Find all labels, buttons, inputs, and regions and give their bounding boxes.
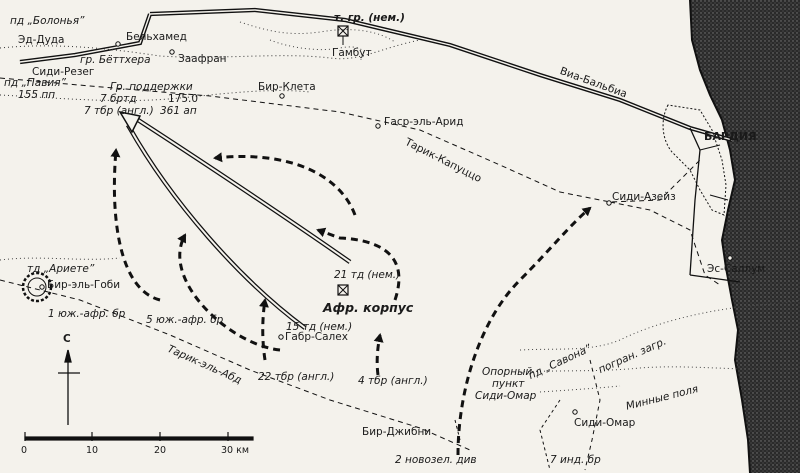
label-sidi-rezeg: Сиди-Резег <box>32 66 95 78</box>
marker-es-sallum <box>727 255 733 261</box>
label-7brtd: 7 бртд <box>100 93 137 105</box>
scale-tick-10: 10 <box>86 445 99 456</box>
label-361ap: 361 ап <box>160 105 197 117</box>
label-bardia: БАРДИЯ <box>704 130 757 143</box>
label-afrika-corps: Афр. корпус <box>323 300 414 315</box>
move-arrow-1 <box>213 152 357 216</box>
label-gasr-el-arid: Гаср-эль-Арид <box>384 116 464 128</box>
move-arrow-5 <box>259 298 269 361</box>
scale-bar <box>24 432 254 441</box>
marker-belhamed <box>115 41 121 47</box>
marker-zaafran <box>169 49 175 55</box>
label-175: 175.0 <box>168 93 199 105</box>
label-belhamed: Бельхамед <box>126 31 187 43</box>
move-arrow-3 <box>110 148 161 302</box>
label-bir-kleta: Бир-Клета <box>258 81 316 93</box>
marker-sidi-omar <box>572 409 578 415</box>
label-ed-duda: Эд-Дуда <box>18 34 65 46</box>
label-gabr-saleh: Габр-Салех <box>285 331 348 343</box>
label-ariete: тд „Ариете” <box>27 263 95 275</box>
move-arrow-6 <box>373 333 384 376</box>
scale-tick-20: 20 <box>154 445 167 456</box>
label-bir-dzhibni: Бир-Джибни <box>362 426 432 438</box>
marker-gasr-el-arid <box>375 123 381 129</box>
label-15td: 15 тд (нем.) <box>286 321 353 333</box>
label-4tbr: 4 тбр (англ.) <box>358 375 428 387</box>
label-22tbr: 22 тбр (англ.) <box>258 371 335 383</box>
nz-advance-arrow <box>456 206 592 456</box>
label-1-yuafr: 1 юж.-афр. бр <box>48 308 126 320</box>
label-pavia: пд „Павия” <box>4 77 67 89</box>
gambut-hq-symbol <box>337 25 349 45</box>
label-bir-el-gobi: Бир-эль-Гоби <box>47 279 121 291</box>
label-support-point-3: Сиди-Омар <box>475 390 537 402</box>
trig-el-abd-track <box>0 279 471 451</box>
afrika-corps-symbol <box>337 284 349 296</box>
label-gambut: Гамбут <box>332 47 372 59</box>
label-2-nz-div: 2 новозел. див <box>395 454 477 466</box>
label-sidi-omar: Сиди-Омар <box>574 417 636 429</box>
ariete-position <box>21 271 53 303</box>
label-21td: 21 тд (нем.) <box>334 269 401 281</box>
label-sidi-azeiz: Сиди-Азейз <box>612 191 676 203</box>
marker-sidi-azeiz <box>606 200 612 206</box>
scale-tick-30: 30 км <box>221 445 250 456</box>
label-zaafran: Заафран <box>178 53 227 65</box>
coastline <box>689 0 751 473</box>
move-arrow-4 <box>177 233 281 352</box>
label-support-point-2: пункт <box>492 378 525 390</box>
marker-gabr-saleh <box>278 334 284 340</box>
label-support-group: Гр. поддержки <box>110 81 193 93</box>
compass-rose <box>58 349 80 425</box>
move-arrow-2 <box>316 227 401 301</box>
sea-area <box>690 0 800 473</box>
label-es-sallum: Эс-Саллум <box>707 263 766 275</box>
compass-north-label: С <box>63 333 71 345</box>
label-7-ind-br: 7 инд. бр <box>550 454 601 466</box>
label-155pp: 155 пп <box>18 89 56 101</box>
marker-bir-el-gobi <box>39 284 45 290</box>
label-bottcher: гр. Бёттхера <box>80 54 151 66</box>
label-tgr-nem: т. гр. (нем.) <box>334 12 405 24</box>
label-support-point-1: Опорный <box>482 366 533 378</box>
label-5-yuafr: 5 юж.-афр. бр <box>146 314 224 326</box>
scale-tick-0: 0 <box>21 445 28 456</box>
label-bologna: пд „Болонья” <box>10 15 85 27</box>
bardia-perimeter <box>662 104 727 216</box>
trig-capuzzo-track <box>0 77 701 203</box>
label-7tbr: 7 тбр (англ.) <box>84 105 154 117</box>
marker-bir-kleta <box>279 93 285 99</box>
